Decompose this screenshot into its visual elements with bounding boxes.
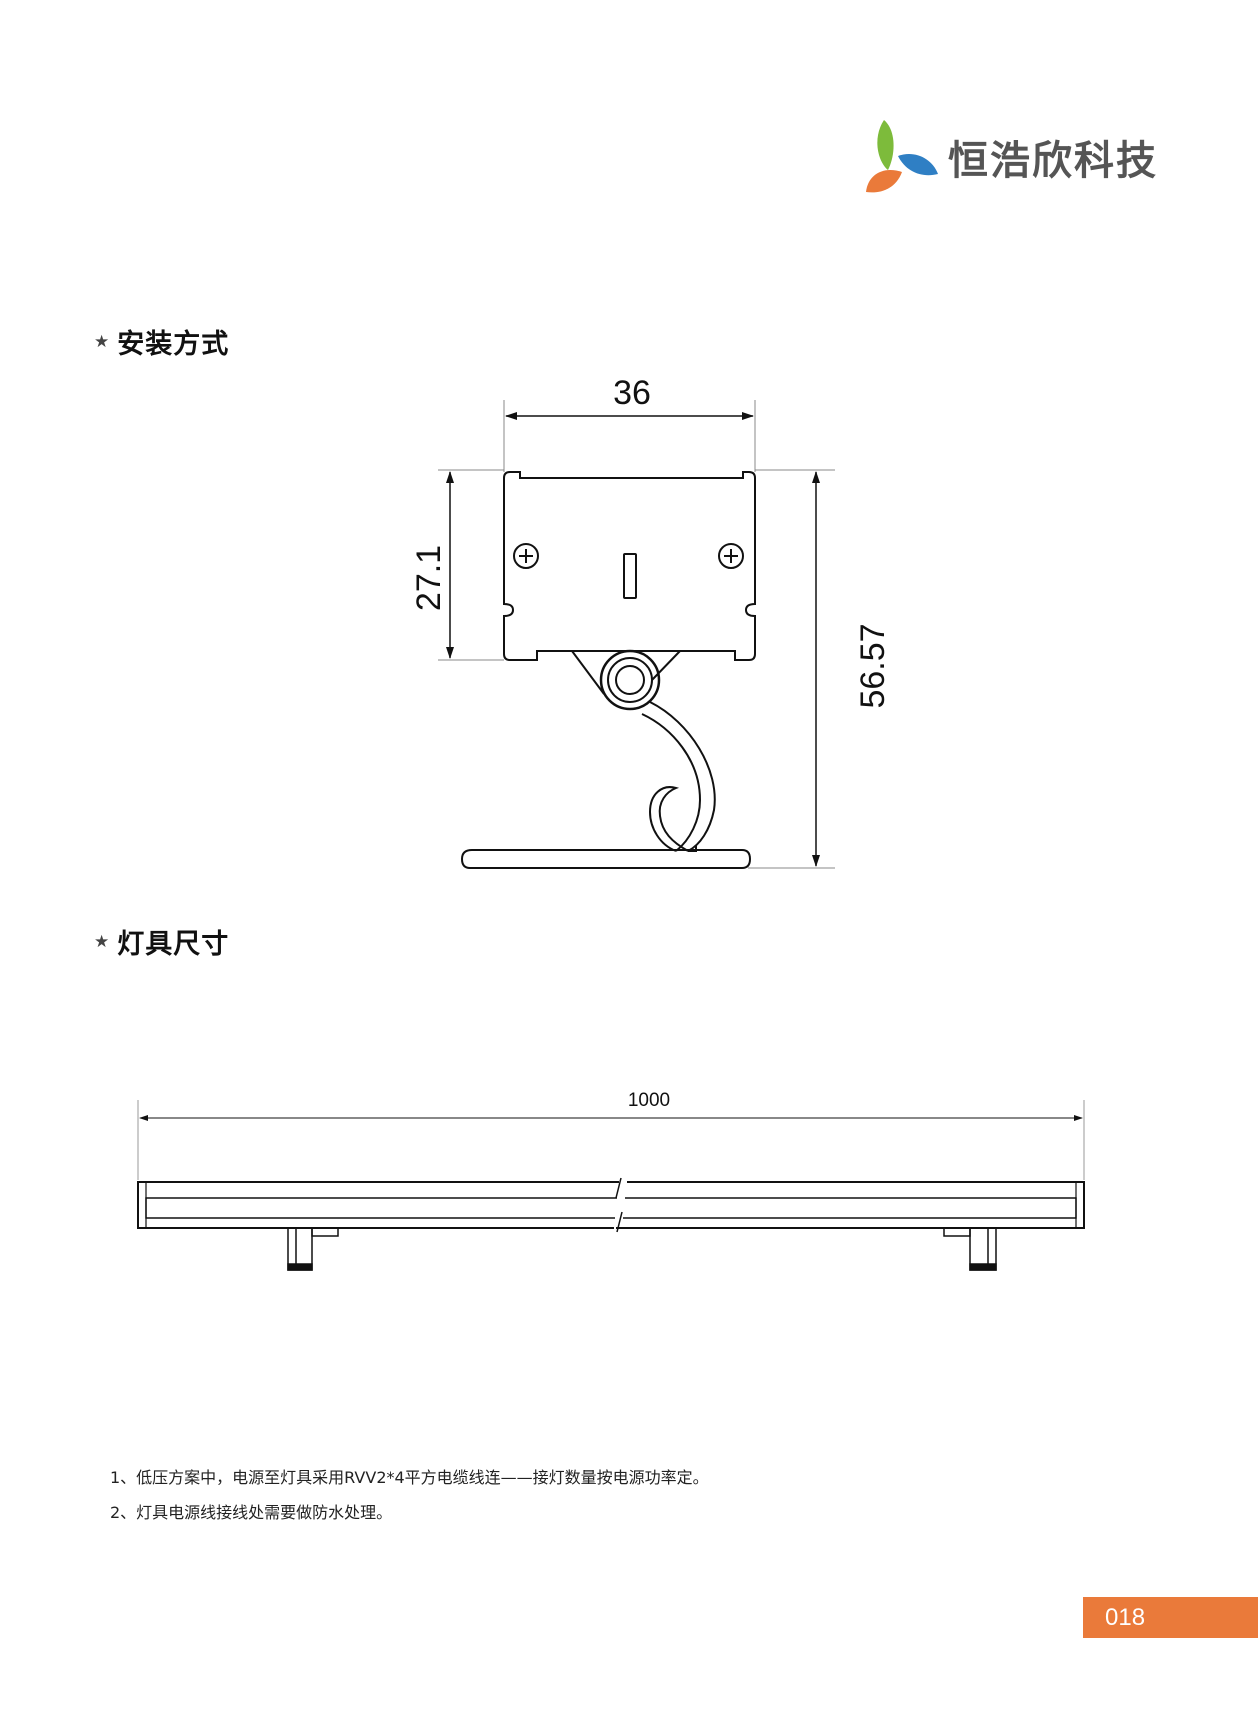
body-height-dimension-value: 27.1: [410, 545, 448, 611]
page-number-badge: 018: [1083, 1597, 1258, 1638]
hook-curl: [648, 786, 689, 852]
width-dimension-value: 36: [613, 374, 651, 412]
section-dimensions-title: 灯具尺寸: [117, 929, 230, 960]
star-icon: ★: [94, 931, 110, 952]
fixture-drawing: [137, 1100, 1085, 1271]
brand-name: 恒浩欣科技: [948, 138, 1158, 184]
length-dimension-value: 1000: [628, 1090, 670, 1111]
section-installation-heading: ★ 安装方式: [94, 322, 229, 361]
base-plate: [460, 849, 752, 869]
total-height-dimension-value: 56.57: [854, 623, 892, 708]
installation-drawing: [438, 400, 835, 869]
center-slot: [623, 553, 637, 599]
page-number: 018: [1105, 1603, 1146, 1631]
logo-blue-leaf: [898, 154, 938, 176]
lamp-body-profile: [503, 471, 756, 661]
star-icon: ★: [94, 331, 110, 352]
note-item: 1、低压方案中，电源至灯具采用RVV2*4平方电缆线连——接灯数量按电源功率定。: [110, 1468, 709, 1487]
right-screw-icon: [718, 543, 744, 569]
break-mark: [615, 1177, 623, 1233]
section-dimensions-heading: ★ 灯具尺寸: [94, 922, 229, 961]
left-mounting-bracket: [287, 1227, 339, 1271]
right-mounting-bracket: [943, 1227, 997, 1271]
note-item: 2、灯具电源线接线处需要做防水处理。: [110, 1503, 393, 1522]
brand-logo: [866, 120, 938, 193]
section-installation-title: 安装方式: [117, 329, 230, 360]
left-screw-icon: [513, 543, 539, 569]
bracket-joint: [599, 649, 661, 711]
bracket-arm: [571, 650, 681, 695]
logo-orange-leaf: [866, 170, 902, 193]
mounting-hook: [641, 701, 716, 852]
notes: 1、低压方案中，电源至灯具采用RVV2*4平方电缆线连——接灯数量按电源功率定。…: [110, 1460, 709, 1530]
logo-green-leaf: [877, 120, 894, 170]
